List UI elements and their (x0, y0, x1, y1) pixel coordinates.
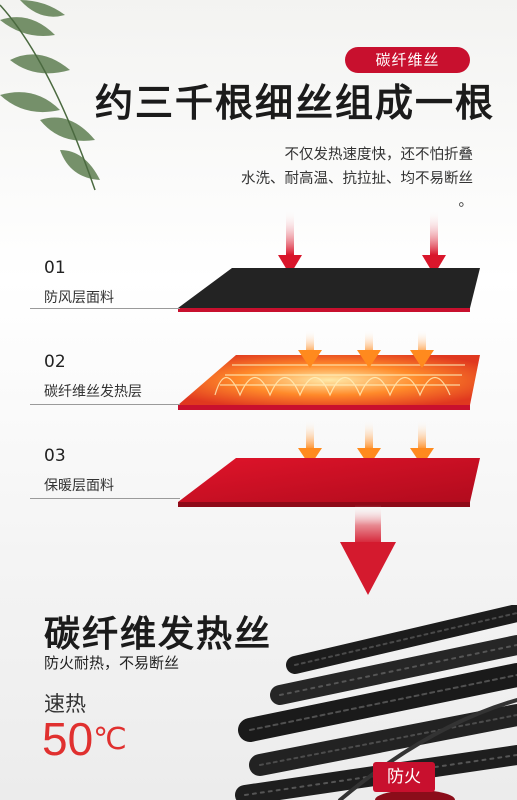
layer-number-1: 01 (44, 258, 66, 278)
headline: 约三千根细丝组成一根 (95, 81, 496, 125)
description-line-1: 不仅发热速度快，还不怕折叠 (284, 147, 474, 163)
layer-divider-2 (30, 404, 180, 405)
layer-divider-1 (30, 308, 180, 309)
layer-label-2: 碳纤维丝发热层 (44, 384, 142, 400)
heat-arrow-icon (278, 210, 446, 275)
carbon-fiber-tag: 碳纤维丝 (345, 47, 470, 73)
fireproof-tag: 防火 (373, 762, 435, 792)
speed-label: 速热 (44, 692, 86, 716)
layer-divider-3 (30, 498, 180, 499)
layer-number-2: 02 (44, 352, 66, 372)
temperature-unit: ℃ (93, 723, 127, 756)
feature-subtitle: 防火耐热，不易断丝 (44, 654, 180, 672)
layer-label-1: 防风层面料 (44, 290, 114, 306)
layer-number-3: 03 (44, 446, 66, 466)
leaf-decoration (0, 0, 100, 191)
description-line-3: 。 (458, 194, 474, 210)
description-line-2: 水洗、耐高温、抗拉扯、均不易断丝 (241, 171, 473, 187)
temperature-value: 50℃ (42, 712, 127, 768)
temperature-number: 50 (42, 713, 94, 765)
carbon-fiber-strands-image (235, 605, 517, 800)
layer-label-3: 保暖层面料 (44, 478, 114, 494)
layer-illustration (178, 210, 480, 595)
feature-title: 碳纤维发热丝 (44, 614, 273, 655)
